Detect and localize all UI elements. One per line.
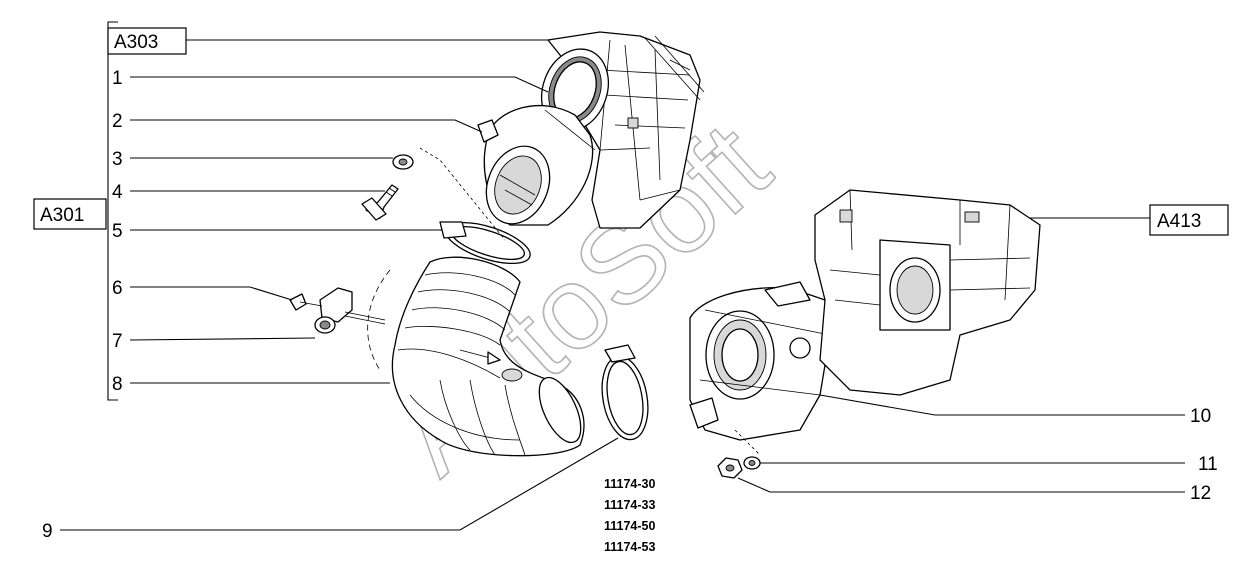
callout-10: 10	[1190, 406, 1211, 427]
callout-5: 5	[112, 221, 123, 242]
callout-8: 8	[112, 374, 123, 395]
bolt-part	[361, 184, 399, 221]
a301-label: A301	[40, 205, 84, 226]
leader-lines	[60, 39, 1185, 531]
vent-fitting-part	[289, 287, 386, 334]
part-code-4: 11174-53	[604, 540, 655, 554]
part-code-1: 11174-30	[604, 477, 655, 491]
callout-3: 3	[112, 149, 123, 170]
callout-2: 2	[112, 111, 123, 132]
air-intake-hose-part	[367, 256, 585, 457]
part-code-2: 11174-33	[604, 498, 655, 512]
throttle-washer-part	[743, 456, 761, 470]
throttle-body-part	[689, 281, 831, 441]
callout-6: 6	[112, 278, 123, 299]
a301-box	[33, 198, 107, 230]
callout-12: 12	[1190, 483, 1211, 504]
lower-hose-clamp-part	[601, 344, 649, 441]
callout-9: 9	[42, 521, 53, 542]
washer-part	[392, 154, 414, 170]
air-flow-meter-part	[477, 104, 596, 226]
a413-label: A413	[1157, 211, 1201, 232]
callout-7: 7	[112, 331, 123, 352]
throttle-nut-part	[717, 457, 743, 479]
intake-manifold-part	[814, 189, 1041, 396]
callout-1: 1	[112, 68, 123, 89]
a413-box	[1149, 204, 1229, 236]
part-code-3: 11174-50	[604, 519, 655, 533]
upper-hose-clamp-part	[439, 221, 531, 265]
a301-bracket	[107, 21, 118, 401]
a303-label: A303	[114, 32, 158, 53]
a303-box	[107, 27, 187, 55]
callout-4: 4	[112, 182, 123, 203]
callout-11: 11	[1198, 454, 1218, 475]
